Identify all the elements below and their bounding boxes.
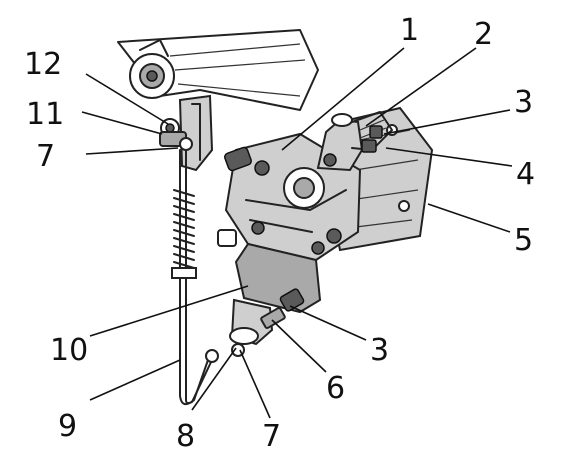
callout-8: 8 [176,419,195,454]
callout-5: 5 [514,223,533,258]
callout-12: 12 [24,47,62,82]
callout-7-lower: 7 [262,419,281,454]
callout-3-lower: 3 [370,333,389,368]
fitting-1 [217,146,252,247]
coil-spring [171,189,197,279]
callout-1: 1 [400,13,419,48]
callout-6: 6 [326,371,345,406]
callout-2: 2 [474,17,493,52]
callout-7-upper: 7 [36,139,55,174]
top-actuator [316,111,393,172]
callout-4: 4 [516,157,535,192]
frame-bracket [117,29,319,111]
linkage-lever [159,94,214,172]
callout-3-upper: 3 [514,85,533,120]
spring-rod [171,149,219,406]
callout-9: 9 [58,409,77,444]
callout-11: 11 [26,97,64,132]
lower-outlet [229,288,305,357]
leader-lines [81,47,513,419]
callout-10: 10 [50,333,88,368]
